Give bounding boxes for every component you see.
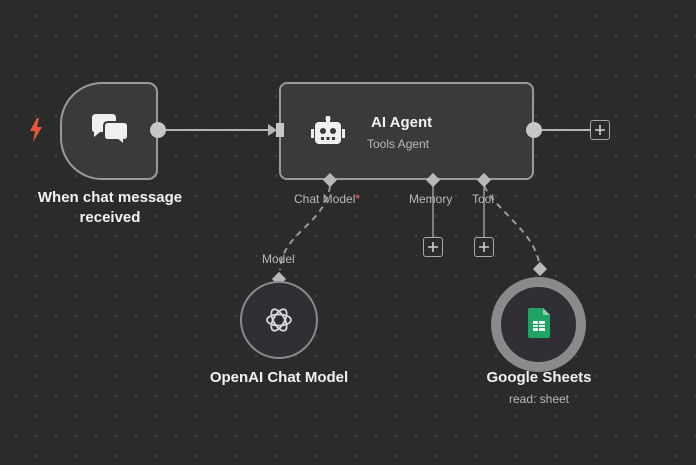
model-port-label: Model [262,252,295,266]
chat-bubbles-icon [88,114,132,155]
chat-model-port-label: Chat Model* [294,192,361,206]
add-next-node-button[interactable] [590,120,610,140]
agent-subtitle: Tools Agent [367,137,430,151]
lightning-bolt-icon [28,118,44,147]
chat-trigger-node[interactable] [60,82,158,180]
ai-agent-node[interactable]: AI Agent Tools Agent [279,82,534,180]
plus-icon [428,242,438,252]
add-tool-button[interactable] [474,237,494,257]
agent-input-port[interactable] [276,123,284,137]
sheets-label: Google Sheets [486,369,592,386]
memory-port-label: Memory [409,192,453,206]
tool-connection[interactable] [483,185,541,273]
openai-logo-icon [263,304,295,341]
agent-output-port[interactable] [526,122,542,138]
robot-icon [311,116,345,153]
plus-icon [479,242,489,252]
plus-icon [595,125,605,135]
google-sheets-icon [528,308,550,343]
openai-chat-model-node[interactable] [240,281,318,359]
openai-label: OpenAI Chat Model [209,369,349,386]
agent-title: AI Agent [371,114,433,131]
arrow-head [268,124,277,136]
sheets-subtitle: read: sheet [508,392,570,406]
tool-port-label: Tool [472,192,495,206]
required-marker: * [355,192,361,206]
model-connection[interactable] [279,185,331,271]
trigger-output-port[interactable] [150,122,166,138]
add-memory-button[interactable] [423,237,443,257]
google-sheets-node[interactable] [499,285,578,364]
trigger-label: When chat message received [37,189,183,226]
